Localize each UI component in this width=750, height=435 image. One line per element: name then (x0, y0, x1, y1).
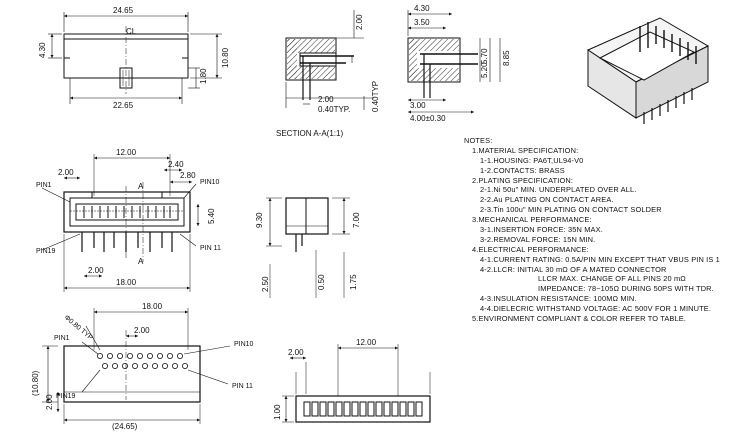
dim-end-250: 2.50 (261, 276, 270, 292)
dim-side-520: 5.20 (480, 62, 489, 78)
note-line: 2.PLATING SPECIFICATION: (472, 175, 574, 185)
dim-front-540: 5.40 (207, 208, 216, 224)
dim-end-175: 1.75 (349, 274, 358, 290)
dim-front-1200: 12.00 (116, 148, 137, 157)
dim-side-885: 8.85 (502, 50, 511, 66)
dim-end-050: 0.50 (317, 274, 326, 290)
dim-pcb-row: 2.00 (45, 394, 54, 410)
notes-block: NOTES: 1.MATERIAL SPECIFICATION:1-1.HOUS… (464, 136, 748, 323)
note-line: 2-3.Tin 100u" MIN PLATING ON CONTACT SOL… (480, 205, 662, 215)
latch-tab (119, 67, 133, 89)
dim-side-300: 3.00 (410, 101, 426, 110)
dim-bottom-100: 1.00 (273, 404, 282, 420)
note-line: 2-1.Ni 50u" MIN. UNDERPLATED OVER ALL. (480, 185, 637, 195)
dim-section-top: 2.00 (355, 14, 364, 30)
dim-pcb-1800: 18.00 (142, 302, 163, 311)
dim-section-bottom: 2.00 (318, 95, 334, 104)
top-view (48, 12, 222, 104)
note-line: LLCR MAX. CHANGE OF ALL PINS 20 mΩ (538, 274, 686, 284)
pcb-pin10-label: PIN10 (234, 341, 254, 348)
note-line: 4-2.LLCR: INITIAL 30 mΩ OF A MATED CONNE… (480, 264, 667, 274)
front-view (41, 154, 200, 292)
notes-title: NOTES: (464, 136, 493, 145)
dim-front-240: 2.40 (168, 160, 184, 169)
dim-front-280: 2.80 (180, 171, 196, 180)
section-caption: SECTION A-A(1:1) (276, 129, 343, 138)
dim-side-570: 5.70 (480, 48, 489, 64)
note-line: 4-4.DIELECRIC WITHSTAND VOLTAGE: AC 500V… (480, 304, 712, 314)
dim-pcb-2465: (24.65) (112, 422, 138, 431)
dim-section-pitch: 0.40TYP. (318, 105, 350, 114)
dim-side-350: 3.50 (414, 18, 430, 27)
pcb-layout-view (42, 308, 231, 424)
note-line: 4-3.INSULATION RESISTANCE: 100MΩ MIN. (480, 294, 637, 304)
isometric-view (586, 17, 710, 124)
note-line: 4.ELECTRICAL PERFORMANCE: (472, 244, 589, 254)
note-line: 3-2.REMOVAL FORCE: 15N MIN. (480, 234, 596, 244)
pcb-pin19-label: PIN19 (56, 393, 76, 400)
front-pin1-label: PIN1 (36, 182, 52, 189)
dim-pcb-pitch: 2.00 (134, 326, 150, 335)
dim-front-200-bottom: 2.00 (88, 266, 104, 275)
front-pin19-label: PIN19 (36, 248, 56, 255)
dim-end-930: 9.30 (255, 212, 264, 228)
center-line-label: CL (126, 27, 137, 36)
dim-width-top: 24.65 (113, 6, 134, 15)
dim-side-430: 4.30 (414, 4, 430, 13)
dim-width-bottom: 22.65 (113, 101, 134, 110)
end-view (266, 197, 350, 298)
section-marker-bottom: A (138, 257, 144, 266)
pcb-pin11-label: PIN 11 (232, 383, 253, 390)
section-marker-top: A (138, 182, 144, 191)
pcb-pin1-label: PIN1 (54, 335, 70, 342)
notes-list: 1.MATERIAL SPECIFICATION:1-1.HOUSING: PA… (464, 145, 748, 323)
note-line: 5.ENVIRONMENT COMPLIANT & COLOR REFER TO… (472, 314, 687, 324)
note-line: 1.MATERIAL SPECIFICATION: (472, 145, 579, 155)
note-line: 3.MECHANICAL PERFORMANCE: (472, 215, 592, 225)
dim-left-height: 4.30 (38, 42, 47, 58)
side-view (407, 10, 501, 114)
front-pin10-label: PIN10 (200, 179, 220, 186)
dim-bottom-200: 2.00 (288, 348, 304, 357)
dim-right-height: 10.80 (221, 47, 230, 68)
dim-section-vertical: 0.40TYP (371, 81, 380, 112)
dim-tab-height: 1.80 (199, 68, 208, 84)
dim-bottom-1200: 12.00 (356, 338, 377, 347)
note-line: 2-2.Au PLATING ON CONTACT AREA. (480, 195, 614, 205)
note-line: 1-1.HOUSING: PA6T,UL94-V0 (480, 155, 584, 165)
note-line: 1-2.CONTACTS: BRASS (480, 165, 565, 175)
dim-front-1800: 18.00 (116, 278, 137, 287)
front-pin11-label: PIN 11 (200, 245, 221, 252)
section-a-view (285, 10, 374, 110)
note-line: 3-1.INSERTION FORCE: 35N MAX. (480, 225, 603, 235)
note-line: 4-1.CURRENT RATING: 0.5A/PIN MIN EXCEPT … (480, 254, 720, 264)
dim-front-200-top: 2.00 (58, 168, 74, 177)
bottom-view (282, 344, 431, 423)
dim-side-400: 4.00±0.30 (410, 114, 446, 123)
note-line: IMPEDANCE: 78~105Ω DURING 50PS WITH TDR. (538, 284, 714, 294)
dim-end-700: 7.00 (352, 212, 361, 228)
dim-pcb-1080: (10.80) (31, 370, 40, 396)
